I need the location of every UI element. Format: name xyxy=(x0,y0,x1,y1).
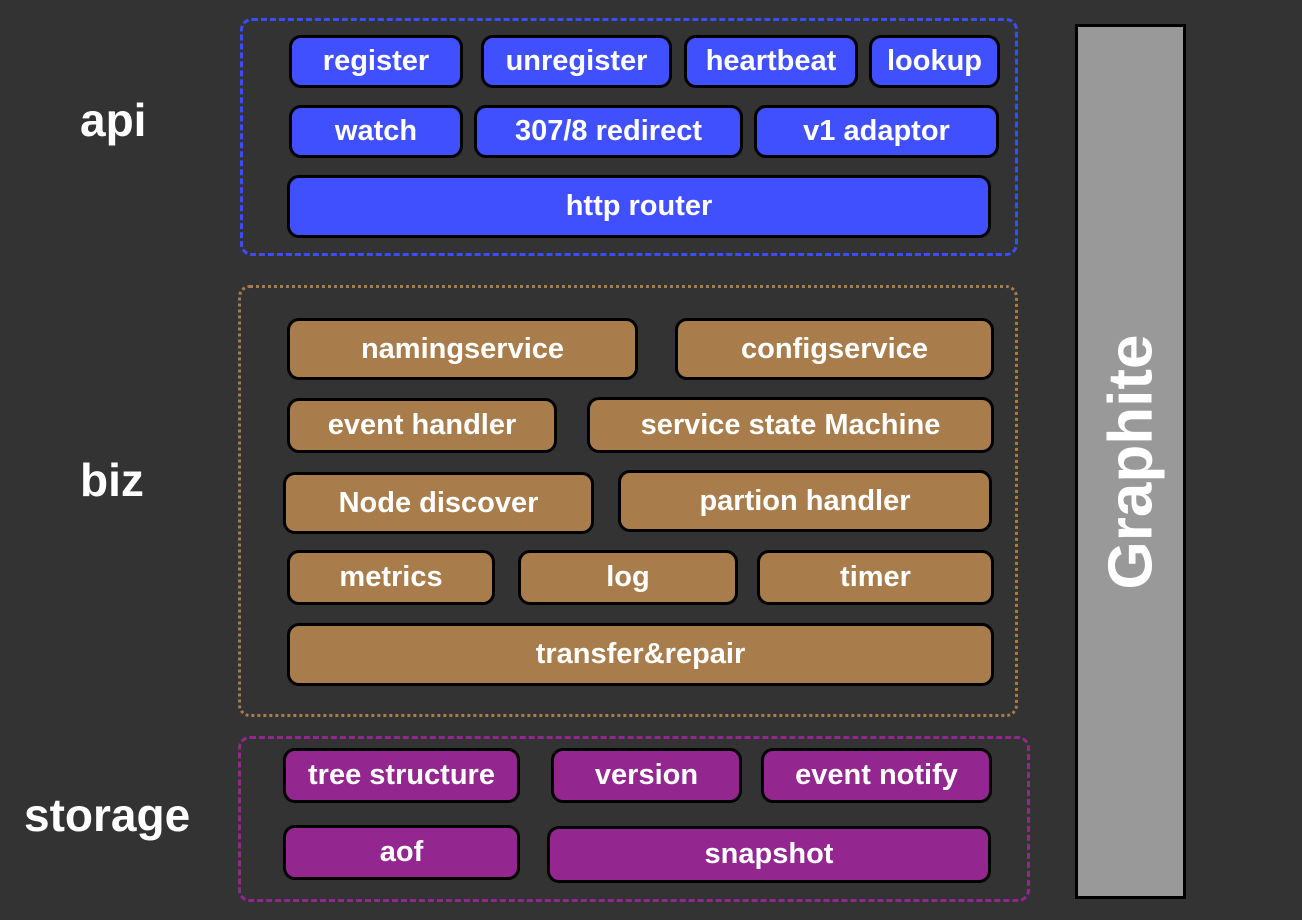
storage-group xyxy=(238,736,1030,902)
api-layer-label: api xyxy=(80,94,147,146)
biz-log: log xyxy=(518,550,738,605)
api-heartbeat: heartbeat xyxy=(684,35,858,88)
biz-layer-label: biz xyxy=(80,454,144,506)
biz-partion-handler: partion handler xyxy=(618,470,992,532)
biz-service-state-machine: service state Machine xyxy=(587,397,994,453)
api-v1-adaptor: v1 adaptor xyxy=(754,105,999,158)
biz-namingservice: namingservice xyxy=(287,318,638,380)
biz-configservice: configservice xyxy=(675,318,994,380)
storage-aof: aof xyxy=(283,825,520,880)
api-group xyxy=(240,18,1018,256)
biz-event-handler: event handler xyxy=(287,398,557,453)
storage-event-notify: event notify xyxy=(761,748,992,803)
api-http-router: http router xyxy=(287,175,991,238)
biz-metrics: metrics xyxy=(287,550,495,605)
storage-tree-structure: tree structure xyxy=(283,748,520,803)
biz-transfer-repair: transfer&repair xyxy=(287,623,994,686)
storage-snapshot: snapshot xyxy=(547,826,991,883)
graphite-label: Graphite xyxy=(1096,334,1165,589)
api-unregister: unregister xyxy=(481,35,672,88)
graphite-sidebar: Graphite xyxy=(1075,24,1186,899)
biz-node-discover: Node discover xyxy=(283,472,594,534)
api-watch: watch xyxy=(289,105,463,158)
biz-group xyxy=(238,285,1018,717)
api-register: register xyxy=(289,35,463,88)
api-lookup: lookup xyxy=(869,35,1000,88)
api-redirect: 307/8 redirect xyxy=(474,105,743,158)
storage-layer-label: storage xyxy=(24,789,191,841)
storage-version: version xyxy=(551,748,742,803)
biz-timer: timer xyxy=(757,550,994,605)
